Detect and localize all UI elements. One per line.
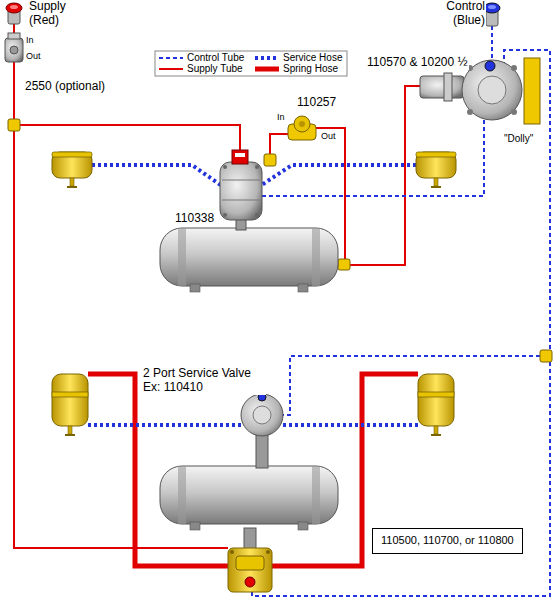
part-number-box: 110500, 110700, or 110800 bbox=[372, 528, 523, 554]
brake-chamber bbox=[416, 152, 456, 188]
drawing-part bbox=[524, 58, 540, 124]
legend-box bbox=[155, 51, 347, 76]
part-number: 2550 (optional) bbox=[24, 80, 106, 94]
drawing-part bbox=[159, 57, 183, 59]
air-tank bbox=[160, 228, 338, 292]
drawing-part bbox=[232, 150, 248, 164]
spring-brake-valve bbox=[228, 528, 272, 592]
drawing-part bbox=[222, 180, 260, 181]
drawing-part bbox=[10, 5, 18, 9]
drawing-part bbox=[220, 162, 262, 220]
drawing-part bbox=[159, 68, 183, 70]
drawing-part bbox=[299, 121, 305, 127]
part-number: 110338 bbox=[174, 212, 215, 226]
drawing-part bbox=[511, 109, 517, 115]
drawing-part bbox=[338, 259, 350, 270]
drawing-part bbox=[444, 73, 452, 101]
part-note: "Dolly" bbox=[503, 133, 534, 145]
drawing-part bbox=[244, 528, 256, 550]
part-number: 2 Port Service Valve Ex: 110410 bbox=[142, 367, 266, 395]
drawing-part bbox=[256, 432, 268, 468]
drawing-part bbox=[270, 134, 290, 156]
check-valve-110257 bbox=[288, 116, 316, 140]
drawing-part bbox=[282, 356, 540, 415]
part-number: 110570 & 10200 ½ bbox=[366, 56, 469, 70]
drawing-part bbox=[255, 56, 279, 60]
legend-text: Supply Tube bbox=[186, 63, 244, 75]
air-tank bbox=[160, 466, 338, 530]
spring-brake-chamber bbox=[418, 374, 454, 436]
control-gladhand bbox=[484, 3, 500, 26]
spring-hoses bbox=[88, 374, 418, 566]
drawing-part bbox=[10, 46, 18, 54]
drawing-part bbox=[345, 86, 420, 265]
tee-fitting bbox=[8, 119, 552, 362]
drawing-part bbox=[88, 423, 242, 427]
brake-chamber bbox=[52, 152, 92, 188]
drawing-part bbox=[14, 125, 240, 152]
port-label: In bbox=[25, 35, 35, 45]
drawing-part bbox=[484, 3, 500, 13]
drawing-part bbox=[294, 116, 310, 132]
drawing-part bbox=[264, 154, 276, 166]
drawing-part bbox=[255, 67, 279, 72]
drawing-part bbox=[228, 548, 272, 592]
drawing-part bbox=[223, 165, 227, 169]
drawing-part bbox=[420, 76, 464, 98]
valve-2550 bbox=[5, 33, 23, 62]
supply-tubes bbox=[14, 24, 420, 548]
drawing-part bbox=[92, 165, 222, 186]
drawing-part bbox=[8, 119, 20, 131]
port-label: Out bbox=[25, 51, 42, 61]
port-label: In bbox=[276, 112, 286, 122]
spring-brake-chamber bbox=[52, 374, 88, 436]
drawing-part bbox=[485, 61, 495, 71]
gladhand-label: Control (Blue) bbox=[436, 0, 486, 28]
drawing-part bbox=[155, 51, 347, 76]
part-number: 110257 bbox=[296, 96, 337, 110]
drawing-part bbox=[467, 109, 473, 115]
drawing-part bbox=[230, 550, 234, 554]
drawing-part bbox=[236, 556, 264, 570]
drawing-part bbox=[235, 153, 245, 157]
drawing-part bbox=[478, 76, 506, 104]
drawing-part bbox=[266, 550, 270, 554]
drawing-part bbox=[241, 394, 283, 436]
port-label: Out bbox=[320, 131, 337, 141]
service-valve bbox=[241, 393, 283, 468]
drawing-part bbox=[260, 165, 416, 186]
drawing-part bbox=[6, 3, 22, 13]
legend-text: Control Tube bbox=[186, 52, 245, 64]
drawing-part bbox=[511, 65, 517, 71]
drawing-part bbox=[8, 33, 20, 39]
drawing-part bbox=[488, 5, 496, 9]
legend-text: Spring Hose bbox=[282, 63, 339, 75]
drawing-part bbox=[262, 118, 484, 196]
drawing-part bbox=[255, 165, 259, 169]
drawing-part bbox=[245, 577, 255, 587]
relay-valve bbox=[220, 150, 276, 230]
drawing-part bbox=[540, 350, 552, 362]
box-text: 110500, 110700, or 110800 bbox=[381, 534, 514, 547]
drawing-part bbox=[255, 213, 259, 217]
drawing-part bbox=[222, 200, 260, 201]
drawing-part bbox=[5, 38, 23, 62]
supply-gladhand bbox=[6, 3, 22, 24]
gladhand-label: Supply (Red) bbox=[28, 0, 76, 28]
drawing-part bbox=[253, 406, 271, 424]
drawing-part bbox=[462, 60, 522, 120]
legend-text: Service Hose bbox=[282, 52, 343, 64]
drawing-part bbox=[282, 423, 418, 427]
drawing-part bbox=[223, 213, 227, 217]
